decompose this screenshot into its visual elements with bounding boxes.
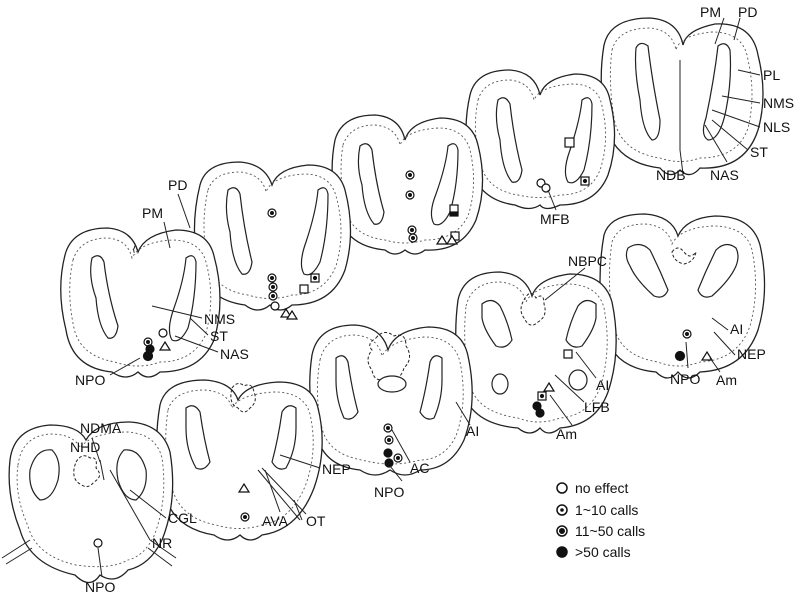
label-st-2: ST	[210, 328, 228, 344]
legend-no-effect-icon	[557, 483, 567, 493]
label-ai-1: AI	[730, 321, 743, 337]
label-am-1: Am	[716, 372, 737, 388]
section-2	[466, 70, 615, 209]
label-ndma: NDMA	[80, 420, 122, 436]
label-nas-1: NAS	[710, 167, 739, 183]
section-1	[601, 18, 763, 175]
label-mfb: MFB	[540, 211, 570, 227]
square-marker	[565, 138, 574, 147]
label-npo-1: NPO	[75, 372, 105, 388]
label-npo-2: NPO	[670, 371, 700, 387]
label-cgl: CGL	[168, 510, 197, 526]
label-nls: NLS	[763, 119, 790, 135]
label-ac: AC	[410, 460, 429, 476]
calls-1-10-marker	[584, 180, 587, 183]
label-lfb: LFB	[584, 399, 610, 415]
label-pl: PL	[763, 67, 780, 83]
section-3	[332, 115, 482, 254]
legend-11-50-calls-dot	[559, 528, 565, 534]
label-nep-2: NEP	[322, 461, 351, 477]
legend-1-10-calls-label: 1~10 calls	[575, 502, 638, 518]
label-pd-2: PD	[168, 177, 187, 193]
label-npo-4: NPO	[85, 579, 115, 594]
label-pd-1: PD	[738, 4, 757, 20]
label-nms-1: NMS	[763, 95, 794, 111]
label-nbpc: NBPC	[568, 253, 607, 269]
label-npo-3: NPO	[374, 484, 404, 500]
label-ndb: NDB	[656, 167, 686, 183]
label-nms-2: NMS	[204, 311, 235, 327]
label-nep-1: NEP	[737, 346, 766, 362]
label-nr: NR	[152, 535, 172, 551]
label-ot: OT	[306, 513, 326, 529]
legend-over-50-calls-icon	[557, 547, 567, 557]
legend-over-50-calls-label: >50 calls	[575, 544, 631, 560]
section-5	[61, 228, 220, 377]
label-am-2: Am	[556, 426, 577, 442]
label-pm-2: PM	[142, 205, 163, 221]
label-ava: AVA	[262, 513, 289, 529]
legend-1-10-calls-dot	[560, 508, 564, 512]
label-pm-1: PM	[700, 4, 721, 20]
legend-11-50-calls-label: 11~50 calls	[575, 523, 645, 539]
label-ai-3: AI	[466, 423, 479, 439]
legend-no-effect-label: no effect	[575, 480, 629, 496]
legend: no effect 1~10 calls 11~50 calls >50 cal…	[557, 480, 645, 560]
label-st-1: ST	[750, 144, 768, 160]
label-ai-2: AI	[596, 377, 609, 393]
label-nas-2: NAS	[220, 346, 249, 362]
label-nhd: NHD	[70, 439, 100, 455]
